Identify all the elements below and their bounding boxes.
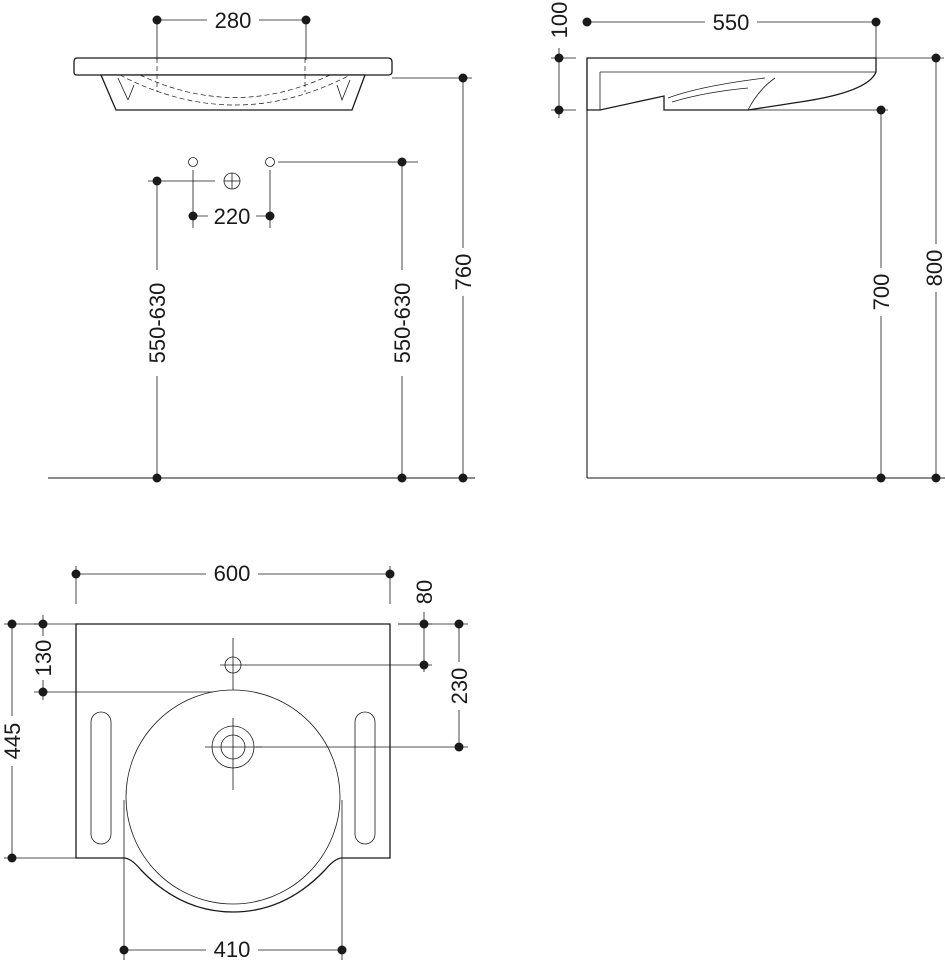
dimension-550: 550 (582, 8, 881, 58)
dim-label-230: 230 (447, 668, 472, 705)
dim-label-left-550-630: 550-630 (145, 283, 170, 364)
dim-label-100: 100 (547, 2, 572, 39)
dimension-left-550-630: 550-630 (143, 176, 215, 483)
dimension-100: 100 (545, 0, 576, 118)
fixing-hole-left-icon (188, 157, 198, 167)
plan-view: 600 80 130 (0, 559, 473, 963)
dimension-760: 760 (392, 73, 477, 483)
dim-label-280: 280 (215, 8, 252, 33)
dimension-600: 600 (71, 559, 395, 604)
fixing-hole-right-icon (265, 157, 275, 167)
grab-handle-right (354, 711, 376, 845)
basin-side-view (586, 57, 877, 111)
dimension-80: 80 (245, 574, 438, 672)
dimension-130: 130 (29, 615, 213, 700)
dim-label-760: 760 (451, 254, 476, 291)
dim-label-700: 700 (869, 274, 894, 311)
dimension-right-550-630: 550-630 (278, 157, 418, 483)
dimension-230: 230 (256, 619, 473, 752)
fixing-holes (188, 157, 275, 190)
front-elevation: 280 220 550-630 (48, 6, 477, 483)
basin-front-view (73, 57, 393, 111)
dim-label-right-550-630: 550-630 (390, 283, 415, 364)
dimension-410: 410 (119, 858, 347, 963)
dimension-280: 280 (152, 6, 311, 60)
side-elevation: 550 100 700 800 (545, 0, 945, 483)
dimension-700: 700 (748, 105, 895, 483)
dim-label-800: 800 (922, 250, 945, 287)
dim-label-410: 410 (214, 937, 251, 962)
dim-label-550: 550 (713, 10, 750, 35)
dimension-220: 220 (188, 170, 275, 229)
dim-label-130: 130 (31, 640, 56, 677)
plan-holes (205, 638, 262, 790)
dimension-800: 800 (876, 53, 945, 483)
grab-handle-left (90, 711, 112, 845)
dimension-445: 445 (0, 619, 76, 863)
dim-label-80: 80 (412, 580, 437, 604)
dim-label-445: 445 (0, 723, 25, 760)
dim-label-600: 600 (214, 561, 251, 586)
dim-label-220: 220 (214, 204, 251, 229)
